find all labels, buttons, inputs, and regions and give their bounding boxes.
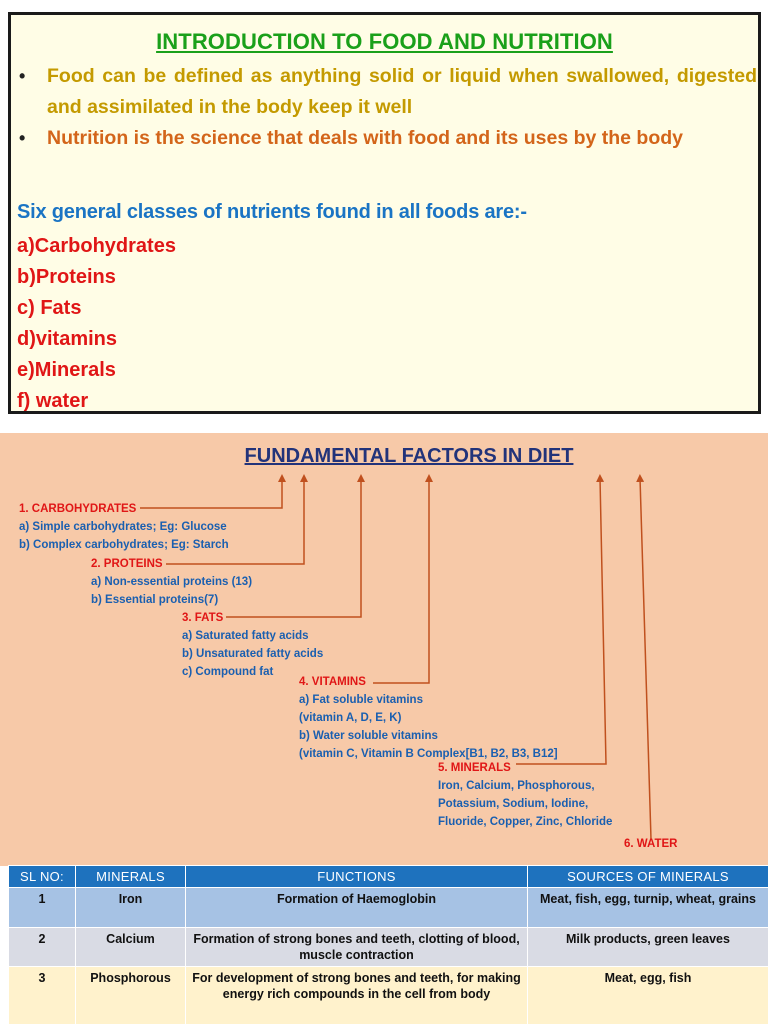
fats-factor: 3. FATS a) Saturated fatty acids b) Unsa… <box>182 609 323 681</box>
column-header: SOURCES OF MINERALS <box>527 865 768 888</box>
table-cell: 1 <box>8 887 76 928</box>
table-cell: Milk products, green leaves <box>527 927 768 967</box>
factor-heading: 2. PROTEINS <box>91 558 163 570</box>
nutrition-definition-bullet: • Nutrition is the science that deals wi… <box>19 123 757 154</box>
food-definition-bullet: • Food can be defined as anything solid … <box>19 61 757 123</box>
table-row: 2 Calcium Formation of strong bones and … <box>8 927 768 967</box>
nutrient-item: f) water <box>17 390 89 412</box>
factor-item: a) Fat soluble vitamins <box>299 694 423 706</box>
factor-item: Potassium, Sodium, Iodine, <box>438 798 589 810</box>
factor-heading: 4. VITAMINS <box>299 676 366 688</box>
bullet-dot-icon: • <box>19 128 26 148</box>
nutrition-definition-text: Nutrition is the science that deals with… <box>47 127 684 149</box>
factor-heading: 5. MINERALS <box>438 762 511 774</box>
table-cell: Meat, fish, egg, turnip, wheat, grains <box>527 887 768 928</box>
nutrient-item: d)vitamins <box>17 328 118 350</box>
factor-heading: 3. FATS <box>182 612 224 624</box>
table-cell: Phosphorous <box>75 966 186 1024</box>
nutrient-item: c) Fats <box>17 297 82 319</box>
factor-heading: 6. WATER <box>624 838 678 850</box>
proteins-factor: 2. PROTEINS a) Non-essential proteins (1… <box>91 555 252 609</box>
table-cell: 2 <box>8 927 76 967</box>
factor-item: a) Saturated fatty acids <box>182 630 309 642</box>
table-cell: 3 <box>8 966 76 1024</box>
table-cell: For development of strong bones and teet… <box>185 966 528 1024</box>
factor-heading: 1. CARBOHYDRATES <box>19 503 137 515</box>
vitamins-arrow <box>373 474 433 684</box>
diet-factors-slide: FUNDAMENTAL FACTORS IN DIET 1. CARBOHYDR… <box>0 433 768 866</box>
nutrient-list: a)Carbohydrates b)Proteins c) Fats d)vit… <box>17 231 176 417</box>
fats-arrow <box>226 474 365 618</box>
minerals-arrow <box>516 474 607 765</box>
factor-item: Fluoride, Copper, Zinc, Chloride <box>438 816 613 828</box>
carbohydrates-factor: 1. CARBOHYDRATES a) Simple carbohydrates… <box>19 500 229 554</box>
nutrient-classes-intro: Six general classes of nutrients found i… <box>17 201 527 223</box>
table-row: 1 Iron Formation of Haemoglobin Meat, fi… <box>8 887 768 928</box>
diet-factors-title: FUNDAMENTAL FACTORS IN DIET <box>244 445 574 467</box>
factor-item: c) Compound fat <box>182 666 274 678</box>
table-cell: Meat, egg, fish <box>527 966 768 1024</box>
factor-item: a) Non-essential proteins (13) <box>91 576 253 588</box>
food-definition-text: Food can be defined as anything solid or… <box>47 65 757 118</box>
nutrient-item: a)Carbohydrates <box>17 235 176 257</box>
vitamins-factor: 4. VITAMINS a) Fat soluble vitamins (vit… <box>299 673 558 763</box>
intro-title: INTRODUCTION TO FOOD AND NUTRITION <box>156 29 613 54</box>
proteins-arrow <box>166 474 308 565</box>
table-row: 3 Phosphorous For development of strong … <box>8 966 768 1024</box>
factor-item: b) Essential proteins(7) <box>91 594 219 606</box>
water-arrow <box>636 474 652 840</box>
factor-item: Iron, Calcium, Phosphorous, <box>438 780 595 792</box>
intro-slide: INTRODUCTION TO FOOD AND NUTRITION • Foo… <box>8 12 761 414</box>
factor-item: b) Complex carbohydrates; Eg: Starch <box>19 539 229 551</box>
table-header-row: SL NO: MINERALS FUNCTIONS SOURCES OF MIN… <box>8 865 768 888</box>
factor-item: b) Unsaturated fatty acids <box>182 648 324 660</box>
factor-item: a) Simple carbohydrates; Eg: Glucose <box>19 521 227 533</box>
connector-arrows <box>140 474 652 840</box>
table-cell: Iron <box>75 887 186 928</box>
factor-item: (vitamin C, Vitamin B Complex[B1, B2, B3… <box>299 748 558 760</box>
water-factor: 6. WATER <box>624 835 677 853</box>
carbohydrates-arrow <box>140 474 286 509</box>
bullet-dot-icon: • <box>19 66 26 86</box>
nutrient-item: b)Proteins <box>17 266 116 288</box>
table-cell: Formation of strong bones and teeth, clo… <box>185 927 528 967</box>
minerals-table: SL NO: MINERALS FUNCTIONS SOURCES OF MIN… <box>8 865 768 1024</box>
factor-item: (vitamin A, D, E, K) <box>299 712 402 724</box>
nutrient-item: e)Minerals <box>17 359 116 381</box>
column-header: SL NO: <box>8 865 76 888</box>
table-cell: Formation of Haemoglobin <box>185 887 528 928</box>
column-header: MINERALS <box>75 865 186 888</box>
column-header: FUNCTIONS <box>185 865 528 888</box>
factor-item: b) Water soluble vitamins <box>299 730 438 742</box>
minerals-factor: 5. MINERALS Iron, Calcium, Phosphorous, … <box>438 759 612 831</box>
table-cell: Calcium <box>75 927 186 967</box>
